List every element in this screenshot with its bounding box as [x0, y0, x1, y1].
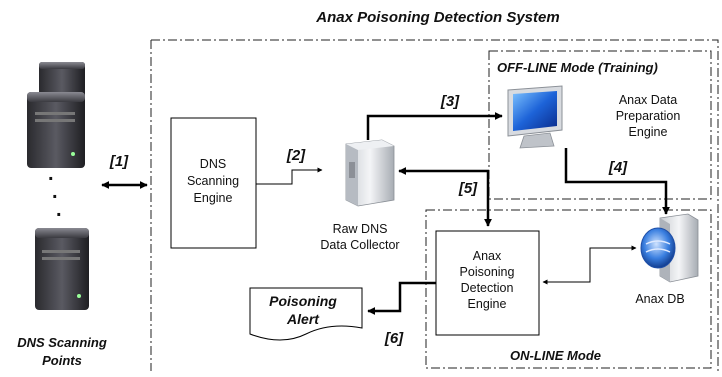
scanning-points-ellipsis: . — [48, 163, 54, 185]
poisoning-alert-label: Alert — [286, 311, 320, 327]
online-mode-title: ON-LINE Mode — [510, 348, 601, 363]
anax-db-label: Anax DB — [635, 292, 684, 306]
dns-scanning-engine-label: DNS — [200, 157, 226, 171]
detection-engine-label: Poisoning — [460, 265, 515, 279]
prep-engine-label: Engine — [629, 125, 668, 139]
edge-2-arrow — [256, 167, 323, 185]
online-mode-region — [425, 209, 712, 369]
detection-engine-label: Anax — [473, 249, 502, 263]
edge-6-arrow — [367, 281, 436, 316]
edge-3-arrow — [366, 111, 503, 140]
edge-4-arrow — [564, 148, 671, 215]
detection-engine-label: Engine — [468, 297, 507, 311]
detection-engine-box — [435, 230, 540, 336]
dns-scanning-engine-label: Engine — [194, 191, 233, 205]
server-tower-icon — [27, 92, 85, 168]
edge-3-label: [3] — [440, 93, 460, 110]
edge-5-label: [5] — [458, 180, 478, 197]
edge-4-label: [4] — [608, 159, 628, 176]
system-boundary — [150, 39, 719, 371]
scanning-points-ellipsis: . — [52, 181, 58, 203]
detection-engine-label: Detection — [461, 281, 514, 295]
computer-monitor-icon — [507, 85, 563, 149]
edge-6-label: [6] — [384, 330, 404, 347]
poisoning-alert-label: Poisoning — [269, 293, 337, 309]
dns-scanning-engine-label: Scanning — [187, 174, 239, 188]
engine-db-arrow — [542, 245, 637, 285]
diagram-title: Anax Poisoning Detection System — [315, 9, 559, 26]
edge-5-arrow — [398, 166, 493, 227]
collector-label: Raw DNS — [333, 222, 388, 236]
storage-server-icon — [345, 139, 395, 207]
server-tower-icon — [35, 228, 89, 310]
poisoning-alert-document — [249, 287, 363, 341]
scanning-points-label: DNS Scanning — [17, 335, 107, 350]
edge-2-label: [2] — [286, 147, 306, 164]
scanning-points-label: Points — [42, 353, 82, 368]
edge-1-label: [1] — [109, 153, 129, 170]
collector-label: Data Collector — [320, 238, 399, 252]
scanning-points-ellipsis: . — [56, 199, 62, 221]
prep-engine-label: Anax Data — [619, 93, 677, 107]
dns-scanning-engine-box — [170, 117, 257, 249]
database-server-icon — [640, 213, 699, 283]
offline-mode-region — [488, 50, 712, 200]
prep-engine-label: Preparation — [616, 109, 681, 123]
offline-mode-title: OFF-LINE Mode (Training) — [497, 60, 658, 75]
